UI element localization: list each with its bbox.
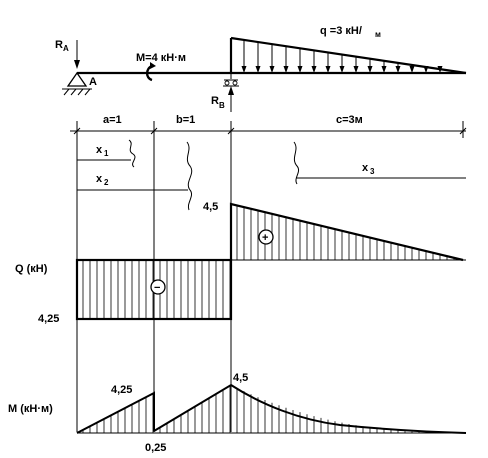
shear-positive-region bbox=[229, 202, 464, 262]
reaction-b-label: R bbox=[211, 95, 219, 107]
shear-negative-region bbox=[75, 258, 233, 321]
moment-symbol bbox=[145, 62, 156, 82]
load-arrow-head bbox=[283, 66, 289, 73]
section-x1-label: x bbox=[96, 144, 103, 156]
moment-value-3: 0,25 bbox=[145, 442, 166, 454]
plus-sign: + bbox=[262, 232, 268, 244]
section-x2 bbox=[77, 141, 193, 211]
distributed-load-label: q =3 кН/ bbox=[320, 25, 362, 37]
moment-axis-label: M (кН·м) bbox=[8, 403, 53, 415]
load-arrow-head bbox=[423, 66, 429, 73]
minus-sign-circle bbox=[150, 279, 166, 295]
moment-curve-1 bbox=[76, 391, 155, 434]
support-b bbox=[223, 73, 239, 87]
moment-diagram bbox=[76, 383, 467, 434]
load-arrow-head bbox=[395, 66, 401, 73]
shear-value-positive: 4,5 bbox=[203, 201, 218, 213]
load-arrow-head bbox=[353, 66, 359, 73]
shear-axis-label: Q (кН) bbox=[15, 263, 48, 275]
moment-value-1: 4,25 bbox=[111, 384, 132, 396]
dimension-c: c=3м bbox=[336, 114, 363, 126]
reaction-a-sub: A bbox=[63, 44, 69, 53]
reaction-b-sub: B bbox=[219, 101, 225, 110]
load-arrow-head bbox=[255, 66, 261, 73]
section-x2-sub: 2 bbox=[104, 178, 109, 187]
load-arrow-head bbox=[437, 66, 443, 73]
distributed-load-unit: м bbox=[375, 30, 381, 39]
support-a bbox=[62, 71, 92, 96]
load-arrow-head bbox=[409, 66, 415, 73]
reaction-b-arrow bbox=[228, 86, 234, 112]
section-x1-sub: 1 bbox=[104, 149, 109, 158]
load-arrow-head bbox=[325, 66, 331, 73]
section-x3 bbox=[293, 141, 466, 185]
moment-value-2: 4,5 bbox=[233, 372, 248, 384]
dimension-b: b=1 bbox=[176, 114, 195, 126]
load-arrow-head bbox=[241, 66, 247, 73]
section-x1 bbox=[77, 139, 136, 168]
minus-sign: − bbox=[154, 282, 160, 294]
plus-sign-circle bbox=[258, 229, 274, 245]
load-arrow-head bbox=[339, 66, 345, 73]
shear-value-negative: 4,25 bbox=[38, 313, 59, 325]
load-arrow-head bbox=[381, 66, 387, 73]
load-arrow-head bbox=[367, 66, 373, 73]
shear-diagram bbox=[75, 202, 466, 321]
section-x2-label: x bbox=[96, 173, 103, 185]
load-arrow-head bbox=[297, 66, 303, 73]
dimension-line bbox=[70, 121, 467, 432]
load-arrow-head bbox=[269, 66, 275, 73]
reaction-a-label: R bbox=[55, 39, 63, 51]
dimension-a: a=1 bbox=[103, 114, 122, 126]
reaction-a-arrow bbox=[74, 40, 80, 69]
moment-curve-2 bbox=[153, 383, 467, 434]
section-x3-label: x bbox=[362, 162, 369, 174]
distributed-load bbox=[229, 36, 467, 75]
load-arrow-head bbox=[311, 66, 317, 73]
moment-label: M=4 кН·м bbox=[136, 52, 186, 64]
section-x3-sub: 3 bbox=[370, 167, 375, 176]
point-a-label: A bbox=[89, 76, 97, 88]
